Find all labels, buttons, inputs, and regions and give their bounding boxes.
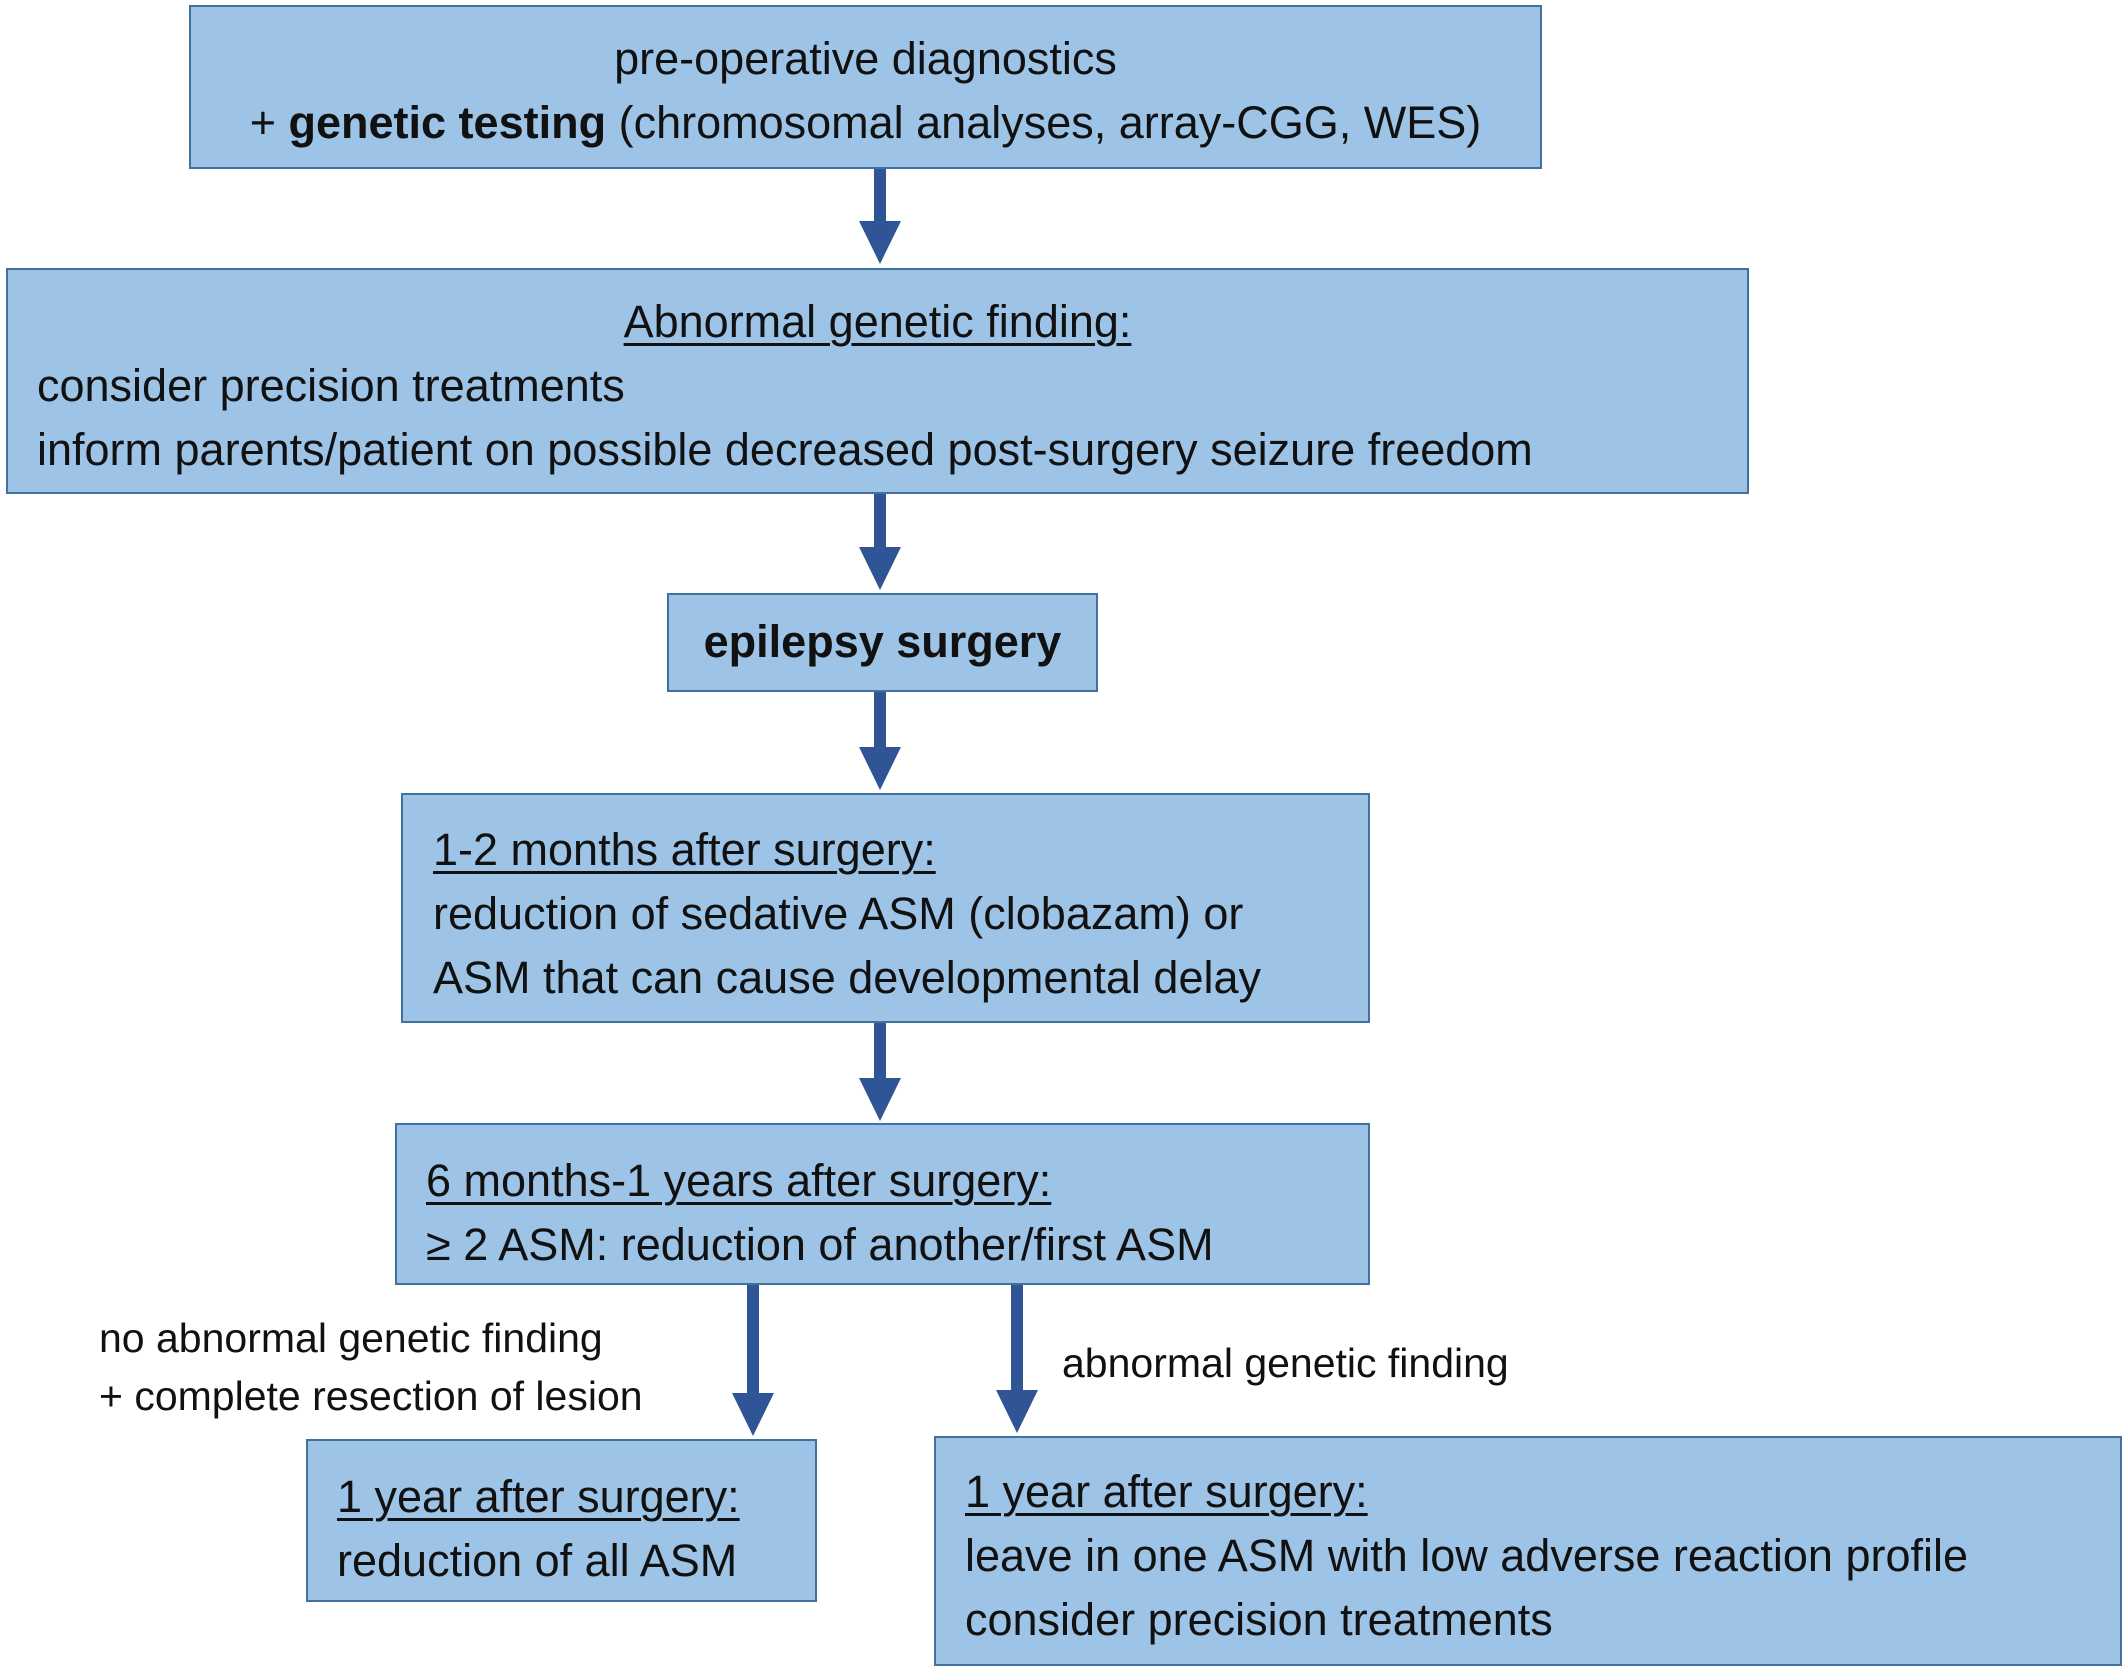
plus-prefix: + xyxy=(249,97,289,148)
node-heading: 1-2 months after surgery: xyxy=(433,824,936,875)
node-text-line: reduction of all ASM xyxy=(337,1535,738,1586)
node-1-year-leave-one-asm: 1 year after surgery: leave in one ASM w… xyxy=(934,1436,2122,1666)
genetic-testing-label: genetic testing xyxy=(288,97,607,148)
node-1-2-months-after-surgery: 1-2 months after surgery: reduction of s… xyxy=(401,793,1370,1023)
node-heading: 6 months-1 years after surgery: xyxy=(426,1155,1052,1206)
node-text-line: reduction of sedative ASM (clobazam) or xyxy=(433,888,1244,939)
node-heading: Abnormal genetic finding: xyxy=(623,296,1132,347)
node-heading: 1 year after surgery: xyxy=(965,1466,1368,1517)
node-text-line: ASM that can cause developmental delay xyxy=(433,952,1261,1003)
arrow-6-months-to-leave-one-asm xyxy=(996,1285,1038,1433)
arrow-surgery-to-1-2-months xyxy=(859,692,901,790)
node-heading: 1 year after surgery: xyxy=(337,1471,740,1522)
node-6-months-1-years-after-surgery: 6 months-1 years after surgery: ≥ 2 ASM:… xyxy=(395,1123,1370,1285)
genetic-testing-details: (chromosomal analyses, array-CGG, WES) xyxy=(606,97,1482,148)
edge-label-line: abnormal genetic finding xyxy=(1062,1340,1509,1386)
arrow-finding-to-surgery xyxy=(859,494,901,590)
node-text-line: pre-operative diagnostics xyxy=(614,33,1117,84)
edge-label-line: + complete resection of lesion xyxy=(99,1373,643,1419)
node-text-line: + genetic testing (chromosomal analyses,… xyxy=(191,91,1540,155)
arrow-6-months-to-reduction-all xyxy=(732,1285,774,1436)
node-text-line: ≥ 2 ASM: reduction of another/first ASM xyxy=(426,1219,1214,1270)
node-text-line: leave in one ASM with low adverse reacti… xyxy=(965,1530,1969,1581)
edge-label-no-abnormal-finding: no abnormal genetic finding + complete r… xyxy=(99,1309,643,1425)
node-text-line: consider precision treatments xyxy=(965,1594,1553,1645)
edge-label-abnormal-finding: abnormal genetic finding xyxy=(1062,1334,1509,1392)
arrow-1-2-months-to-6-months xyxy=(859,1023,901,1121)
node-1-year-reduction-all: 1 year after surgery: reduction of all A… xyxy=(306,1439,817,1602)
node-pre-operative-diagnostics: pre-operative diagnostics + genetic test… xyxy=(189,5,1542,169)
node-text-line: inform parents/patient on possible decre… xyxy=(37,424,1533,475)
node-text-line: epilepsy surgery xyxy=(703,616,1062,667)
node-text-line: consider precision treatments xyxy=(37,360,625,411)
node-epilepsy-surgery: epilepsy surgery xyxy=(667,593,1098,692)
arrow-diagnostics-to-finding xyxy=(859,169,901,264)
edge-label-line: no abnormal genetic finding xyxy=(99,1315,603,1361)
node-abnormal-genetic-finding: Abnormal genetic finding: consider preci… xyxy=(6,268,1749,494)
